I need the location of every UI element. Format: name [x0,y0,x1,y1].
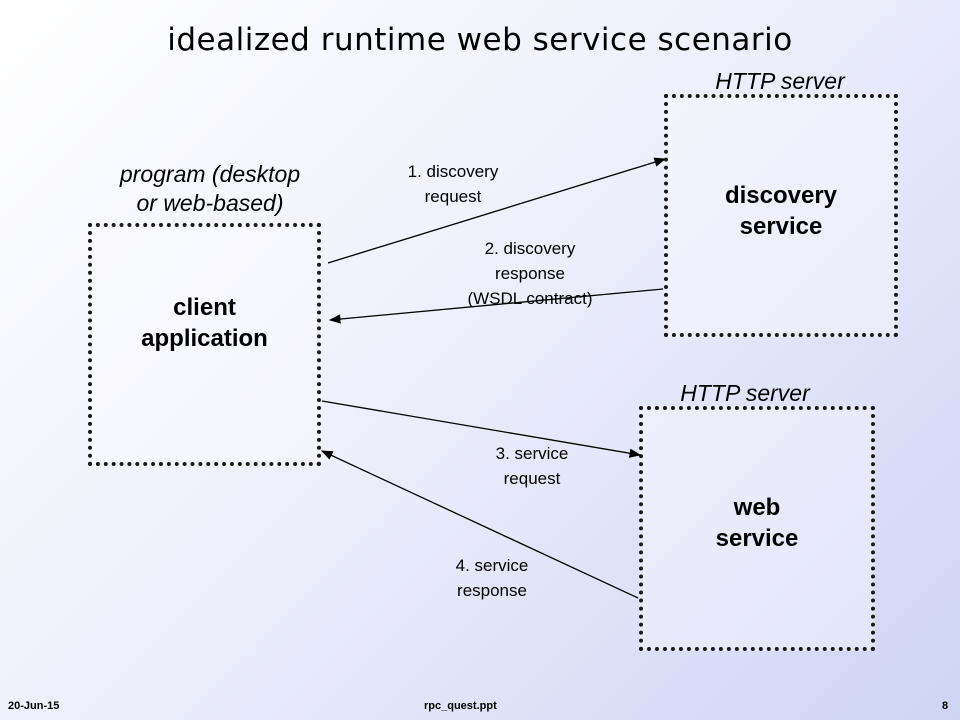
discovery-service-label: discovery service [724,182,838,240]
discovery-server-caption: HTTP server [715,68,845,94]
discovery-response-arrow [328,288,664,324]
discovery-service-box: discovery service [664,94,898,337]
web-service-label: web service [715,494,799,552]
service-response-label: 4. service response [455,556,529,600]
footer-page-number: 8 [942,700,949,712]
service-response-arrow [320,450,639,599]
web-service-box: web service [639,406,875,651]
footer-date: 20-Jun-15 [8,700,60,712]
slide-title: idealized runtime web service scenario [167,22,793,58]
discovery-request-arrow [327,157,667,264]
service-request-label: 3. service request [495,444,569,488]
service-request-arrow [321,400,642,458]
footer-filename: rpc_quest.ppt [424,700,497,712]
client-caption: program (desktop or web-based) [119,161,301,216]
web-server-caption: HTTP server [680,380,810,406]
client-application-label: client application [141,294,268,352]
discovery-response-label: 2. discovery response (WSDL contract) [467,239,593,308]
client-application-box: client application [88,223,321,466]
discovery-request-label: 1. discovery request [407,162,499,206]
